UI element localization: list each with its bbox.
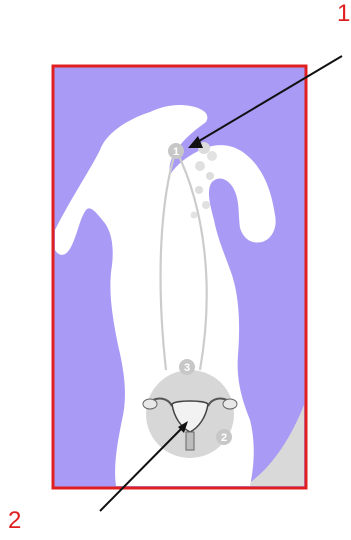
- callout-number-1: 1: [337, 2, 350, 26]
- svg-text:1: 1: [173, 146, 179, 158]
- marker-1: 1: [168, 143, 184, 159]
- callout-number-2: 2: [8, 509, 21, 533]
- svg-text:3: 3: [184, 362, 190, 374]
- marker-2: 2: [216, 429, 232, 445]
- marker-3: 3: [179, 359, 195, 375]
- svg-text:2: 2: [221, 432, 227, 444]
